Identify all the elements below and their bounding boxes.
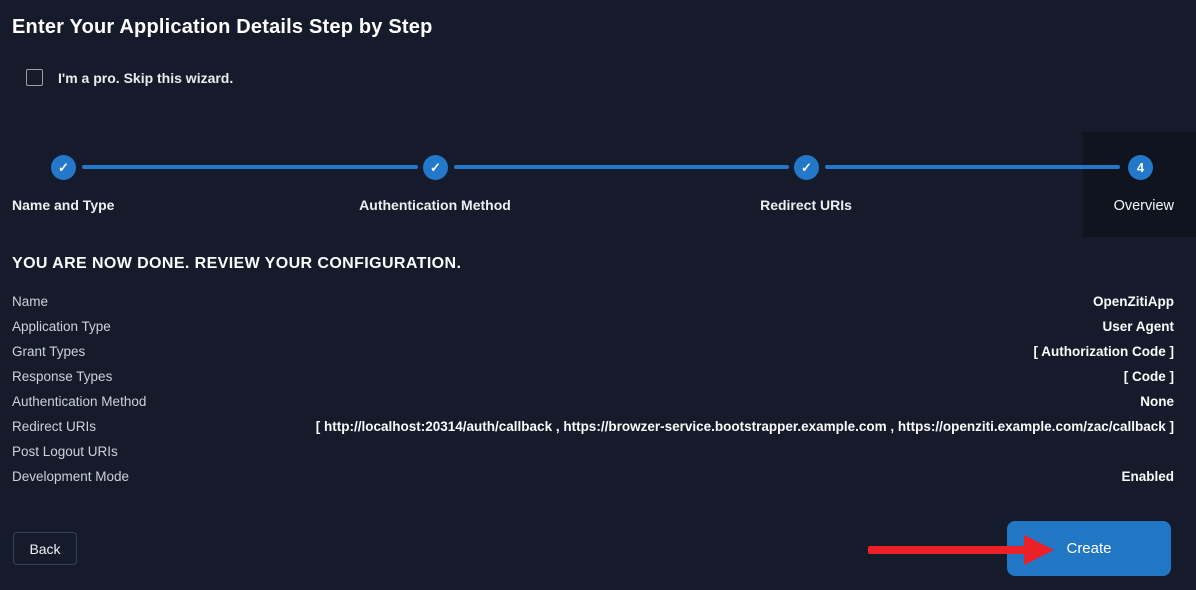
red-arrow-icon [1024, 535, 1054, 565]
review-value: OpenZitiApp [1093, 294, 1174, 309]
step-2-circle[interactable]: ✓ [423, 155, 448, 180]
review-label: Post Logout URIs [12, 444, 118, 459]
step-label-name-and-type: Name and Type [12, 197, 115, 213]
page-title: Enter Your Application Details Step by S… [12, 16, 433, 38]
review-label: Name [12, 294, 49, 309]
review-value: [ http://localhost:20314/auth/callback ,… [315, 419, 1174, 434]
review-row-development-mode: Development Mode Enabled [12, 464, 1174, 489]
step-label-authentication-method: Authentication Method [359, 197, 511, 213]
review-value: None [1140, 394, 1174, 409]
review-label: Development Mode [12, 469, 130, 484]
review-value: [ Authorization Code ] [1033, 344, 1174, 359]
review-value: Enabled [1121, 469, 1174, 484]
step-1-circle[interactable]: ✓ [51, 155, 76, 180]
review-row-response-types: Response Types [ Code ] [12, 364, 1174, 389]
step-label-overview: Overview [1113, 198, 1174, 214]
review-row-redirect-uris: Redirect URIs [ http://localhost:20314/a… [12, 414, 1174, 439]
step-3-circle[interactable]: ✓ [794, 155, 819, 180]
step-connector-line [825, 165, 1120, 169]
review-value: User Agent [1102, 319, 1174, 334]
step-connector-line [454, 165, 789, 169]
red-arrow-annotation-shaft [868, 546, 1026, 554]
check-icon: ✓ [58, 160, 69, 175]
review-label: Application Type [12, 319, 111, 334]
step-label-redirect-uris: Redirect URIs [760, 197, 852, 213]
review-row-authentication-method: Authentication Method None [12, 389, 1174, 414]
review-label: Redirect URIs [12, 419, 97, 434]
current-step-highlight-panel [1083, 132, 1196, 237]
review-value: [ Code ] [1123, 369, 1174, 384]
step-number: 4 [1136, 160, 1145, 175]
review-row-post-logout-uris: Post Logout URIs [12, 439, 1174, 464]
review-label: Grant Types [12, 344, 86, 359]
review-row-application-type: Application Type User Agent [12, 314, 1174, 339]
check-icon: ✓ [430, 160, 441, 175]
skip-wizard-row: I'm a pro. Skip this wizard. [26, 69, 233, 86]
review-row-grant-types: Grant Types [ Authorization Code ] [12, 339, 1174, 364]
step-4-circle[interactable]: 4 [1128, 155, 1153, 180]
review-row-name: Name OpenZitiApp [12, 289, 1174, 314]
review-table: Name OpenZitiApp Application Type User A… [12, 289, 1174, 489]
check-icon: ✓ [801, 160, 812, 175]
review-heading: YOU ARE NOW DONE. REVIEW YOUR CONFIGURAT… [12, 255, 462, 272]
skip-wizard-label: I'm a pro. Skip this wizard. [58, 69, 234, 86]
back-button[interactable]: Back [13, 532, 77, 565]
skip-wizard-checkbox[interactable] [26, 69, 43, 86]
review-label: Response Types [12, 369, 113, 384]
step-connector-line [82, 165, 418, 169]
review-label: Authentication Method [12, 394, 147, 409]
